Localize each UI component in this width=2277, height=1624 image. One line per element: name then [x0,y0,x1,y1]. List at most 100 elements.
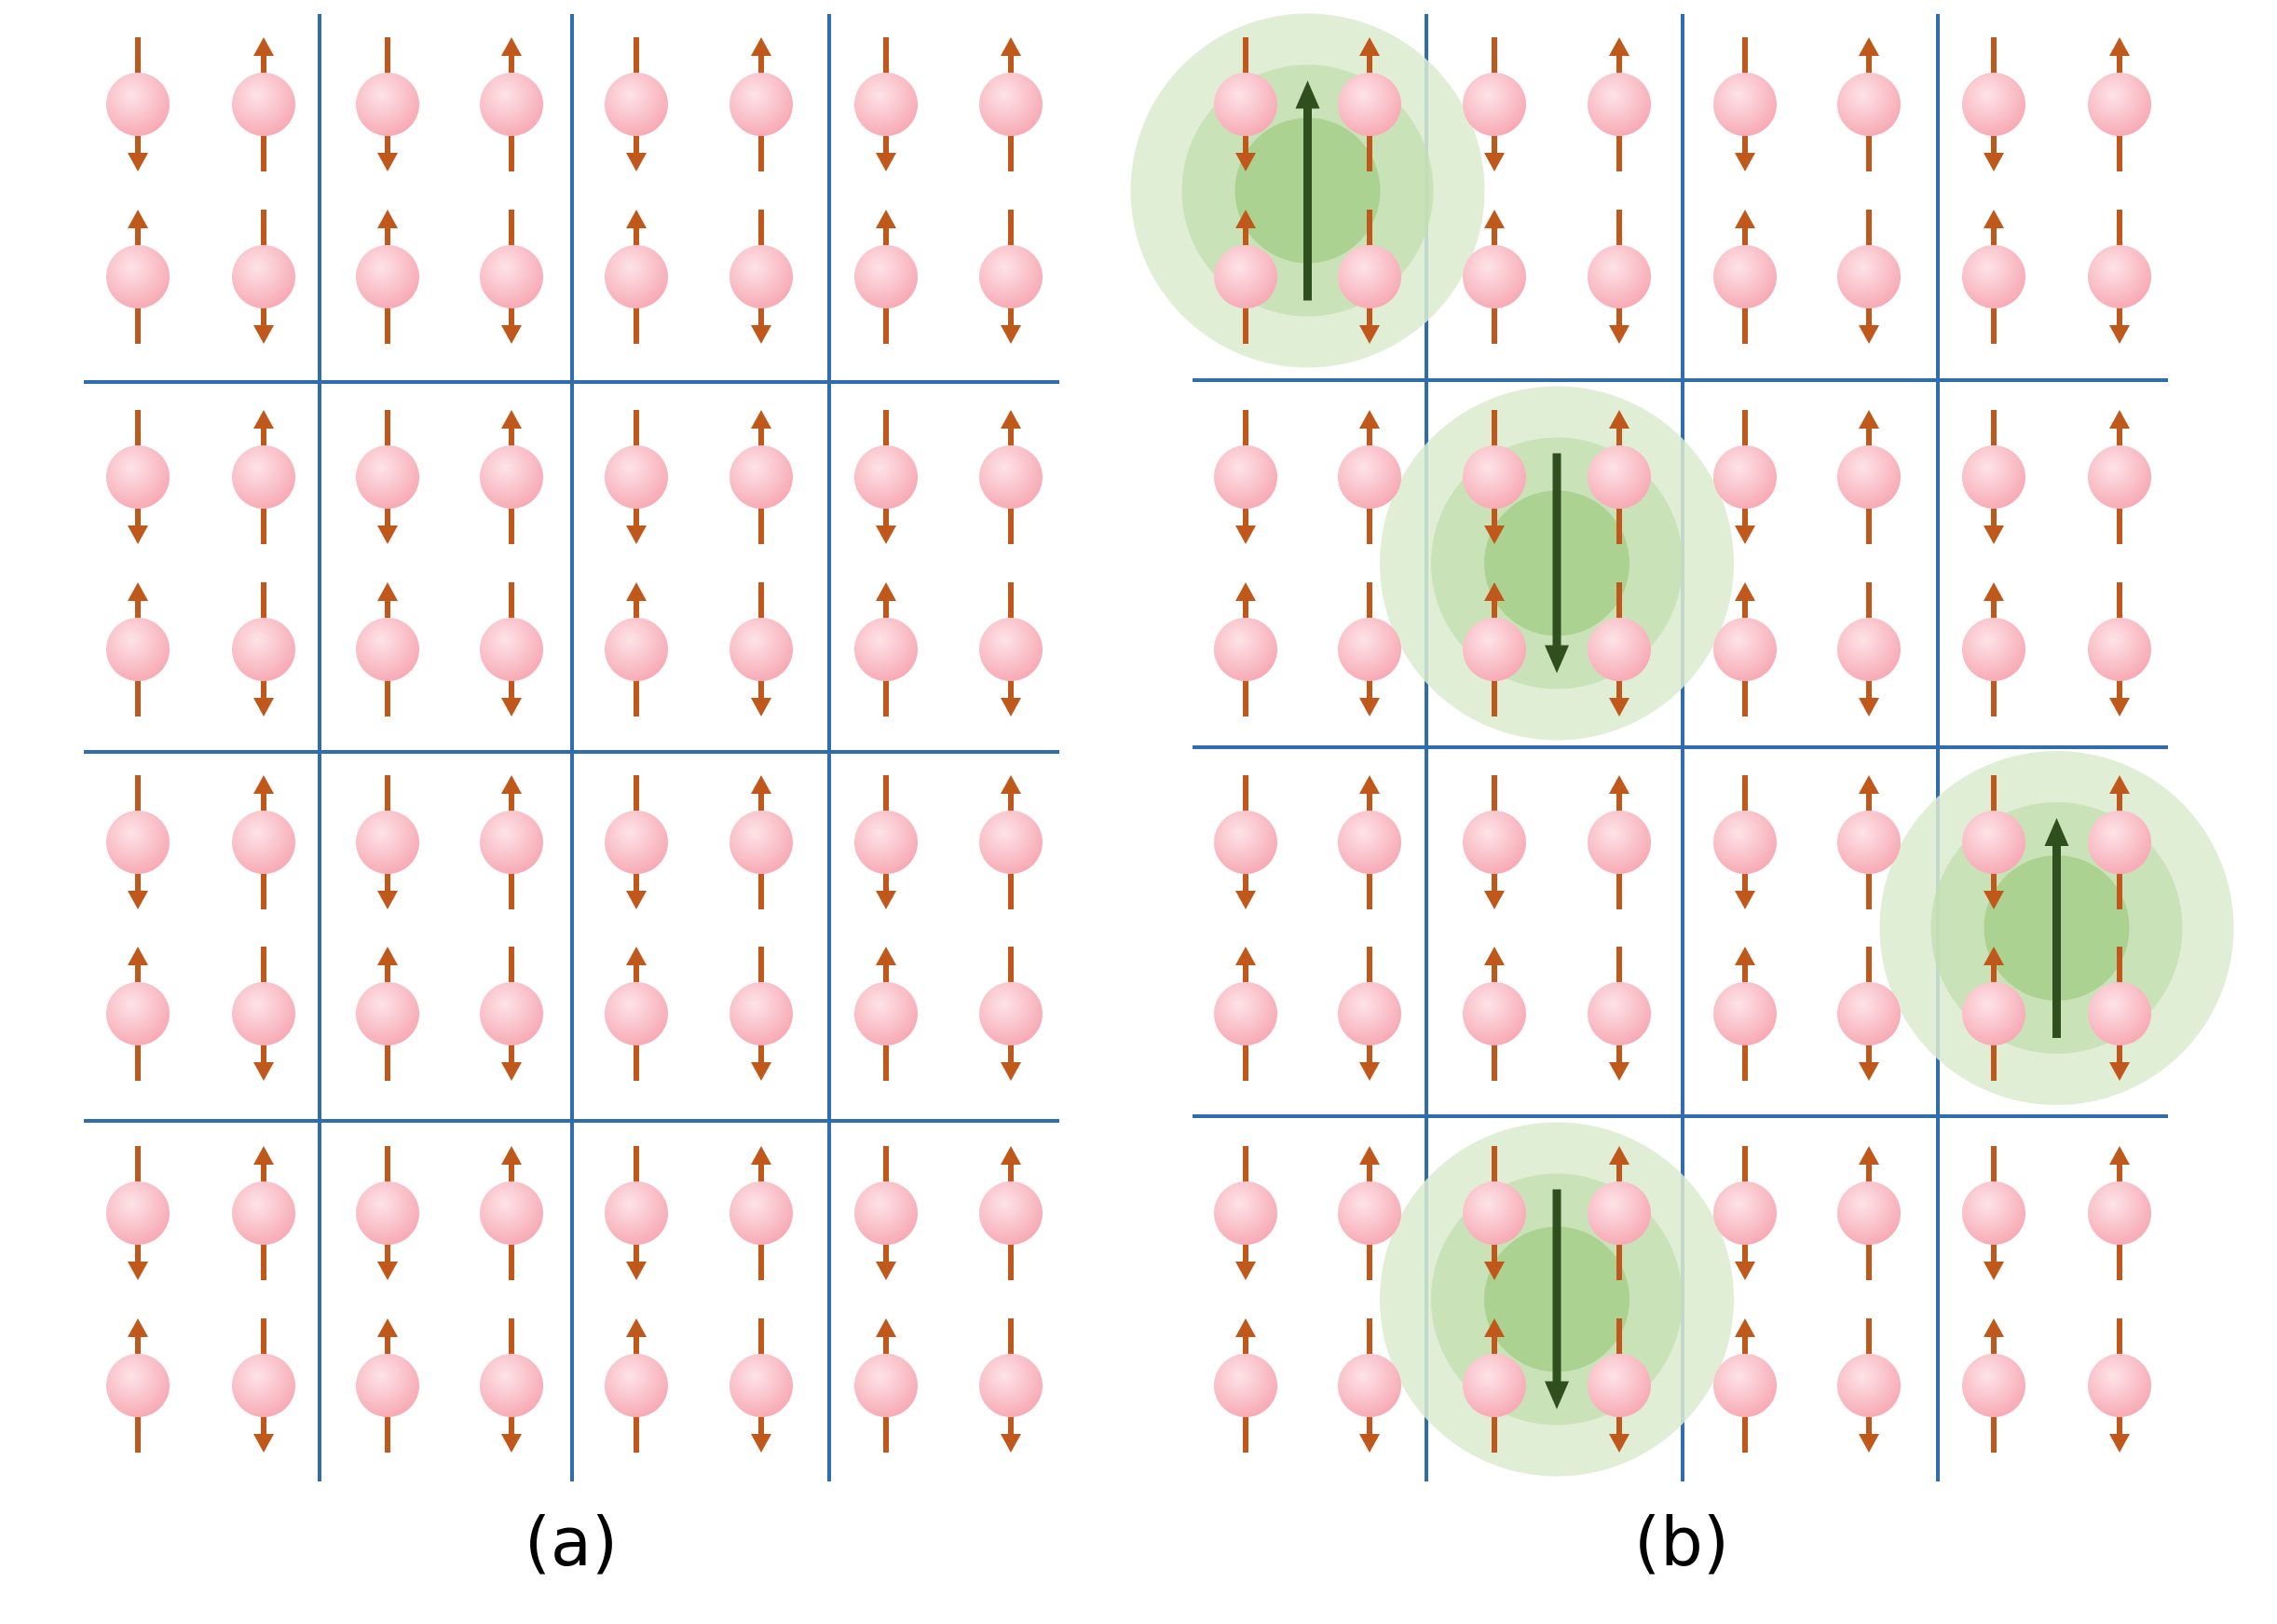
spin-arrow-head [751,1434,771,1453]
spin-arrow-head [751,1146,771,1165]
spin-up [2088,410,2151,544]
atom [1588,445,1651,509]
atom [1837,445,1901,509]
spin-up [1588,410,1651,544]
atom [356,245,419,308]
spin-down [1338,947,1401,1081]
atom [1837,245,1901,308]
spin-arrow-head [1484,210,1505,228]
atom [729,1354,793,1417]
spin-down [854,410,918,544]
spin-arrow-head [876,1318,896,1337]
atom [1837,982,1901,1045]
spin-up [106,1318,170,1453]
spin-arrow-head [751,410,771,429]
block-spin-down-arrow [1545,1189,1569,1410]
spin-up [480,775,543,909]
atom [605,73,668,136]
spin-arrow-head [1484,153,1505,171]
spin-arrow-head [1235,153,1256,171]
spin-arrow-head [626,947,647,965]
atom [605,982,668,1045]
atom [1463,245,1526,308]
atom [1338,982,1401,1045]
spin-arrow-head [1001,1146,1021,1165]
spin-arrow-head [2109,1146,2130,1165]
spin-down [1214,775,1277,909]
spin-down [1962,1146,2025,1280]
atom [356,445,419,509]
atom [1214,1354,1277,1417]
spin-up [729,37,793,171]
atom [106,245,170,308]
spin-arrow-head [1609,37,1629,56]
spin-down [854,37,918,171]
spin-arrow-head [128,582,148,601]
spin-down [2088,1318,2151,1453]
spin-up [1713,582,1777,716]
atom [232,245,295,308]
spin-down [106,37,170,171]
spin-up [232,775,295,909]
spin-arrow-head [1359,775,1380,794]
spin-down [1338,1318,1401,1453]
spin-down [106,410,170,544]
atom [854,618,918,681]
spin-down [480,947,543,1081]
atom [729,982,793,1045]
spin-up [605,947,668,1081]
spin-arrow-head [501,1062,522,1081]
spin-down [106,1146,170,1280]
spin-up [1463,582,1526,716]
spin-up [1837,37,1901,171]
spin-down [1713,410,1777,544]
atom [1962,811,2025,874]
spin-arrow-head [377,525,398,544]
atom [480,1354,543,1417]
spin-down [232,1318,295,1453]
spin-down [356,410,419,544]
spin-up [1713,1318,1777,1453]
panel-a-spin-lattice [84,14,1059,1481]
block-spin-up-arrow [2044,818,2069,1038]
spin-arrow-head [1359,698,1380,716]
spin-arrow-head [1359,1146,1380,1165]
atom [1338,811,1401,874]
spin-arrow-head [1484,947,1505,965]
atom [1962,245,2025,308]
spin-arrow-head [2109,410,2130,429]
spin-down [729,1318,793,1453]
spin-up [1837,775,1901,909]
atom [1214,445,1277,509]
spin-up [1962,582,2025,716]
atom [106,1354,170,1417]
spin-down [1214,37,1277,171]
spin-arrow-head [377,582,398,601]
spin-arrow-head [1735,891,1755,909]
atom [1713,618,1777,681]
spin-up [1588,1146,1651,1280]
atom [1962,982,2025,1045]
spin-arrow-head [1859,1062,1879,1081]
spin-up [106,582,170,716]
spin-arrow-head [876,525,896,544]
spin-down [729,947,793,1081]
spin-arrow-head [2109,1434,2130,1453]
panel-b-block-spin-lattice [1130,13,2234,1481]
atom [480,982,543,1045]
atom [106,445,170,509]
spin-arrow-head [876,947,896,965]
spin-arrow-head [1984,582,2004,601]
spin-up [356,210,419,344]
atom [729,73,793,136]
spin-up [480,37,543,171]
spin-down [979,210,1043,344]
atom [1463,811,1526,874]
atom [1962,445,2025,509]
spin-arrow-head [626,525,647,544]
spin-arrow-head [1859,37,1879,56]
spin-down [1588,582,1651,716]
spin-arrow-head [253,1434,274,1453]
spin-arrow-head [501,1434,522,1453]
spin-up [1962,947,2025,1081]
